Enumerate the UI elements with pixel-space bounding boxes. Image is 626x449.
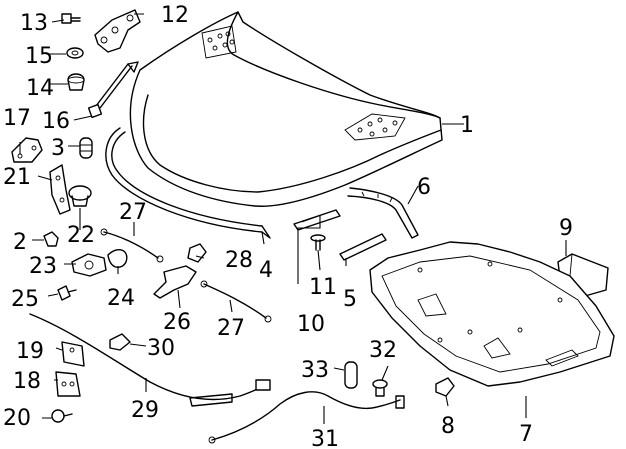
callout-23: 23 bbox=[29, 254, 57, 279]
support-strut bbox=[87, 61, 139, 119]
callout-17: 17 bbox=[3, 106, 31, 131]
secondary-cable bbox=[29, 313, 271, 407]
callout-31: 31 bbox=[311, 427, 339, 449]
callout-24: 24 bbox=[107, 286, 135, 311]
callout-5: 5 bbox=[343, 287, 357, 312]
callout-29: 29 bbox=[131, 398, 159, 423]
callout-10: 10 bbox=[297, 312, 325, 337]
callout-11: 11 bbox=[309, 275, 337, 300]
release-handle bbox=[344, 361, 358, 389]
callout-3: 3 bbox=[51, 136, 65, 161]
callout-16: 16 bbox=[42, 109, 70, 134]
callout-19: 19 bbox=[16, 339, 44, 364]
seal-strip bbox=[339, 233, 387, 261]
callout-13: 13 bbox=[20, 11, 48, 36]
callout-14: 14 bbox=[26, 76, 54, 101]
hood-hinge bbox=[94, 9, 141, 53]
washer bbox=[66, 47, 84, 59]
hood-insulator bbox=[369, 241, 615, 387]
callout-32: 32 bbox=[369, 338, 397, 363]
callout-22: 22 bbox=[67, 223, 95, 248]
cable-bracket bbox=[61, 341, 85, 367]
hood-panel bbox=[129, 11, 443, 207]
callout-2: 2 bbox=[13, 230, 27, 255]
release-cable-lower bbox=[200, 280, 272, 323]
callout-4: 4 bbox=[259, 258, 273, 283]
hood-latch bbox=[71, 253, 107, 277]
hood-seal-front bbox=[105, 127, 271, 239]
latch-bracket bbox=[11, 137, 43, 163]
callout-21: 21 bbox=[3, 165, 31, 190]
callout-20: 20 bbox=[3, 406, 31, 431]
cable-clip bbox=[187, 243, 207, 263]
cable-bolt bbox=[372, 379, 388, 397]
callout-7: 7 bbox=[519, 422, 533, 447]
callout-27-upper: 27 bbox=[119, 200, 147, 225]
latch-bolt bbox=[57, 285, 77, 301]
callout-15: 15 bbox=[25, 44, 53, 69]
callout-28: 28 bbox=[225, 248, 253, 273]
rear-seal bbox=[347, 187, 419, 239]
release-cable-main bbox=[208, 391, 405, 444]
latch-mount-bracket bbox=[153, 265, 197, 299]
callout-27-lower: 27 bbox=[217, 316, 245, 341]
hinge-bolt bbox=[61, 13, 81, 24]
callout-30: 30 bbox=[147, 336, 175, 361]
latch-plate bbox=[55, 371, 81, 397]
callout-labels: 1 2 3 4 5 6 7 8 9 10 11 12 13 14 15 16 1… bbox=[3, 3, 573, 449]
callout-26: 26 bbox=[163, 310, 191, 335]
push-pin bbox=[310, 234, 326, 251]
release-cable-upper bbox=[100, 228, 164, 263]
retainer-clip bbox=[43, 231, 59, 247]
insulator-clip bbox=[435, 377, 455, 397]
leader-lines bbox=[19, 13, 567, 424]
cable-retainer bbox=[109, 333, 131, 351]
latch-support bbox=[49, 164, 71, 215]
callout-12: 12 bbox=[161, 3, 189, 28]
hood-stop bbox=[79, 137, 93, 159]
callout-33: 33 bbox=[301, 358, 329, 383]
latch-pad bbox=[107, 248, 128, 268]
callout-9: 9 bbox=[559, 216, 573, 241]
callout-6: 6 bbox=[417, 175, 431, 200]
callout-8: 8 bbox=[441, 414, 455, 439]
insulator-strip bbox=[293, 209, 341, 231]
callout-1: 1 bbox=[460, 113, 474, 138]
callout-18: 18 bbox=[13, 369, 41, 394]
adjustable-bumper bbox=[68, 185, 92, 207]
retaining-screw bbox=[51, 409, 73, 423]
callout-25: 25 bbox=[11, 287, 39, 312]
hood-bumper bbox=[67, 73, 85, 91]
